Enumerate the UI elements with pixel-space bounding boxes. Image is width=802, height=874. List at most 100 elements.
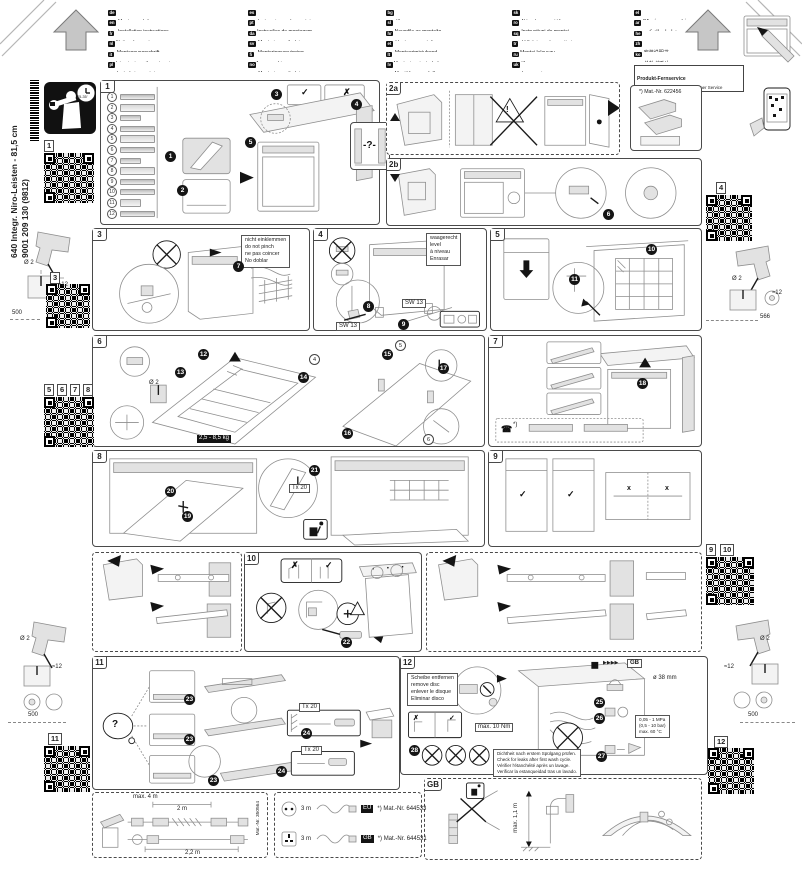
language-entry: arتعليمات التركيب *متوفرة لدى خدمة العمل… [634,20,742,31]
hose-extension-illustration [99,801,249,853]
drill-depth-label: ≈12 [52,664,62,670]
part-icon [120,167,155,176]
step-marker: 20 [165,486,176,497]
installer-time-pictogram: 25-35’ [44,82,96,134]
part-number: 9 [107,176,117,187]
language-entry: frNotice de montage *Disponible par le b… [108,30,244,41]
language-entry: ko설치 설명서 *고객 서비스에서 구입 가능 [634,51,742,62]
manual-title: Οδηγίες συναρμολόγησης [643,19,700,20]
part-number: 4 [107,123,117,134]
manual-title: Montaj kılavuzu [520,50,555,51]
step-marker: 21 [309,465,320,476]
language-badge: ro [512,20,520,26]
step-marker: 28 [409,745,420,756]
manual-title: Navodila za montažo [395,29,442,30]
step-marker: 13 [175,367,186,378]
hole-diameter-label: ø 38 mm [653,675,677,681]
language-entry: sqUdhëzime për montimin *Sigurohen nëpër… [512,30,630,41]
language-badge: hr [386,30,394,37]
eu-socket-icon [281,801,297,817]
panel-tag: 9 [489,451,503,463]
region-badge: EU [361,805,374,813]
part-icon [120,198,141,207]
panel-tag: 7 [489,336,503,348]
manual-title: Инструкция за монтаж [396,19,448,20]
language-entry: bgИнструкция за монтаж *Получава се чрез… [386,10,508,20]
language-legend: deMontageanleitung *über Kundendienst er… [0,0,802,92]
qr-code-steps-5-8 [44,397,94,447]
kit-material-number: *) Mat.-Nr. 622456 [639,89,682,95]
manual-title: Monteringsvejledning [258,40,305,41]
language-badge: tr [512,41,519,47]
part-number: 8 [107,166,117,177]
panel-4-illustration [328,237,480,328]
manual-title: הוראות הרכבה [644,40,675,41]
step-marker: 9 [398,319,409,330]
language-badge: it [108,51,114,58]
language-badge: pt [248,20,256,26]
parts-list-item: 2 [107,102,155,113]
panel-9-alignment-check: 9 ✓ ✓ x x [488,450,702,547]
check-mark: ✓ [567,489,575,499]
language-badge: zh [634,41,642,47]
warning-exclamation: ! [506,105,509,114]
qr-label-8: 8 [83,384,94,396]
part-number: 2 [107,102,117,113]
language-badge: lt [386,51,392,58]
torx-size-label: Tx 20 [299,703,321,713]
x-dimension: x [665,485,669,492]
panel-2a-furniture-door-variant: 2a ! [386,82,620,155]
language-entry: zh安装说明书 *可通过客户服务获取 [634,41,742,52]
panel-choice-box: -?- [350,122,390,170]
cross-mark: ✗ [413,715,419,722]
manual-title: Instrucciones de montaje [258,19,314,20]
qr-label-9: 9 [706,544,717,556]
manual-title: Instrucțiuni de montaj [521,29,569,30]
step-marker: 10 [646,244,657,255]
qr-label-3: 3 [50,272,61,284]
language-entry: fiAsennusohje *Saatavissa huoltopalvelus… [248,51,382,62]
panel-tag: 12 [401,657,415,669]
parts-list-item: 3 [107,113,155,124]
cord-material-number: *) Mat.-Nr. 644533 [377,806,427,812]
smartphone-qr-pictogram [749,87,791,137]
drill-depth-label: ≈12 [772,290,782,296]
torque-label: max. 10 Nm [475,723,514,733]
part-number: 12 [107,208,117,219]
drill-depth-label: ≈12 [724,664,734,670]
dimension-line [8,722,66,723]
qr-label-11: 11 [48,733,62,745]
check-mark: ✓ [325,560,333,570]
part-number: 11 [107,197,117,208]
language-badge: sk [512,10,520,16]
step-marker: 7 [233,261,244,272]
note-line: à niveau [430,249,451,256]
phone-icon: ☎ [501,424,513,434]
language-badge: da [248,30,257,37]
language-entry: ltMontavimo instrukcija *Galima gauti kl… [386,51,508,62]
part-icon [120,115,141,122]
language-badge: de [108,10,117,16]
language-entry: esInstrucciones de montaje *Se puede adq… [248,10,382,20]
manual-title: Monteerimisjuhend [395,50,437,51]
qr-code-steps-9-10 [706,557,754,605]
legend-column-2: esInstrucciones de montaje *Se puede adq… [248,10,382,72]
door-weight-label: 2,5 - 8,5 kg [197,435,232,443]
manual-title: Instrukcja montażu [117,71,159,72]
drill-depth-label: ≈12 [58,282,68,288]
step-marker: 6 [603,209,614,220]
language-badge: es [248,10,256,16]
panel-tag: 6 [93,336,107,348]
language-badge: pl [108,61,115,68]
panel-10-worktop-fixing: 10 ✗ ✓ 22 [244,552,422,652]
check-mark: ✓ [449,715,455,722]
drill-diameter-label: Ø 2 [24,260,34,266]
manual-title: 安装说明书 [644,50,669,51]
language-badge: fi [248,51,254,58]
power-cord-row-gb: 3 m GB *) Mat.-Nr. 644531 [281,831,427,847]
x-dimension: x [627,485,631,492]
language-badge: ko [634,51,643,58]
spec-line: max. 60 °C [639,729,662,735]
parts-list-item: 6 [107,144,155,155]
